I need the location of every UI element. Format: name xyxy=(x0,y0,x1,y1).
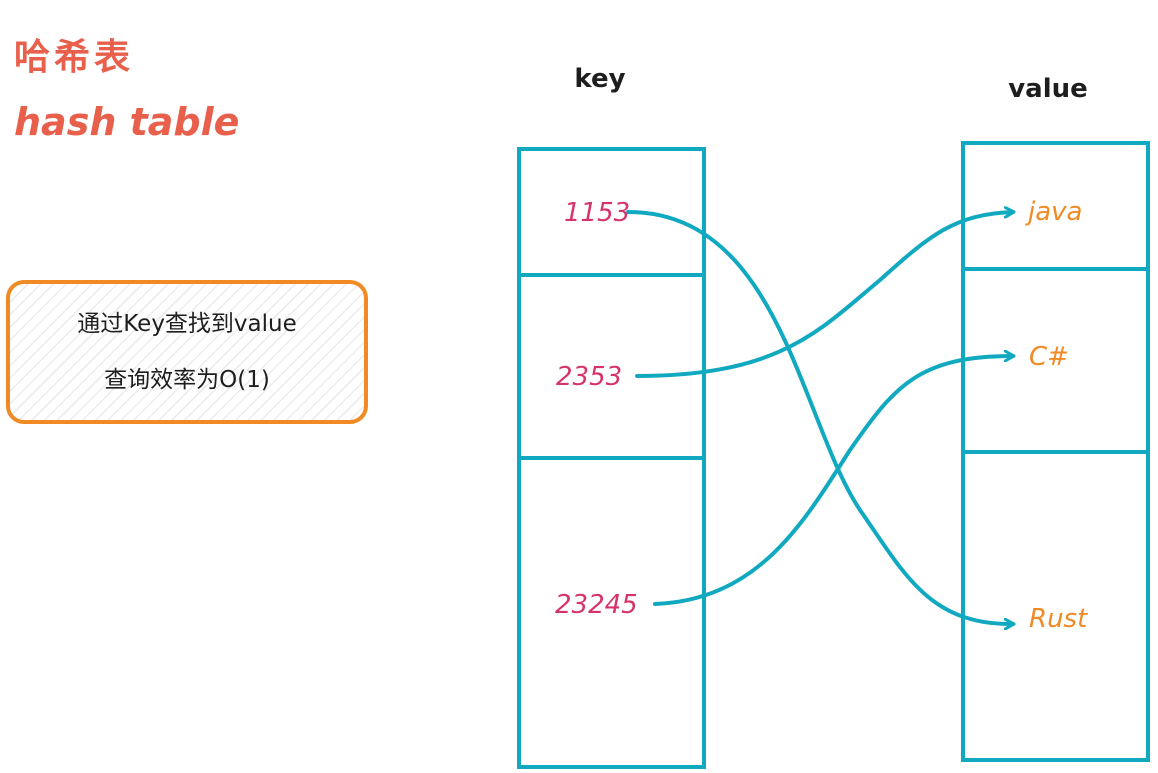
value-label-java: java xyxy=(1025,197,1082,227)
value-table xyxy=(961,141,1150,762)
key-table xyxy=(517,147,706,769)
key-label-23245: 23245 xyxy=(555,590,638,620)
mapping-arrows xyxy=(626,210,1013,624)
key-column-header: key xyxy=(574,64,626,94)
arrow-23245-to-csharp xyxy=(653,356,1013,606)
note-line-1: 通过Key查找到value xyxy=(77,311,297,337)
key-label-2353: 2353 xyxy=(556,362,622,392)
note-line-2: 查询效率为O(1) xyxy=(104,367,270,393)
note-box: 通过Key查找到value 查询效率为O(1) xyxy=(6,280,368,424)
arrow-1153-to-rust xyxy=(626,210,1013,624)
value-column-header: value xyxy=(1008,74,1088,104)
key-label-1153: 1153 xyxy=(564,198,630,228)
title-english: hash table xyxy=(14,100,240,144)
title-chinese: 哈希表 xyxy=(14,37,135,78)
value-label-csharp: C# xyxy=(1029,342,1069,372)
arrow-2353-to-java xyxy=(635,212,1013,378)
value-label-rust: Rust xyxy=(1029,604,1088,634)
